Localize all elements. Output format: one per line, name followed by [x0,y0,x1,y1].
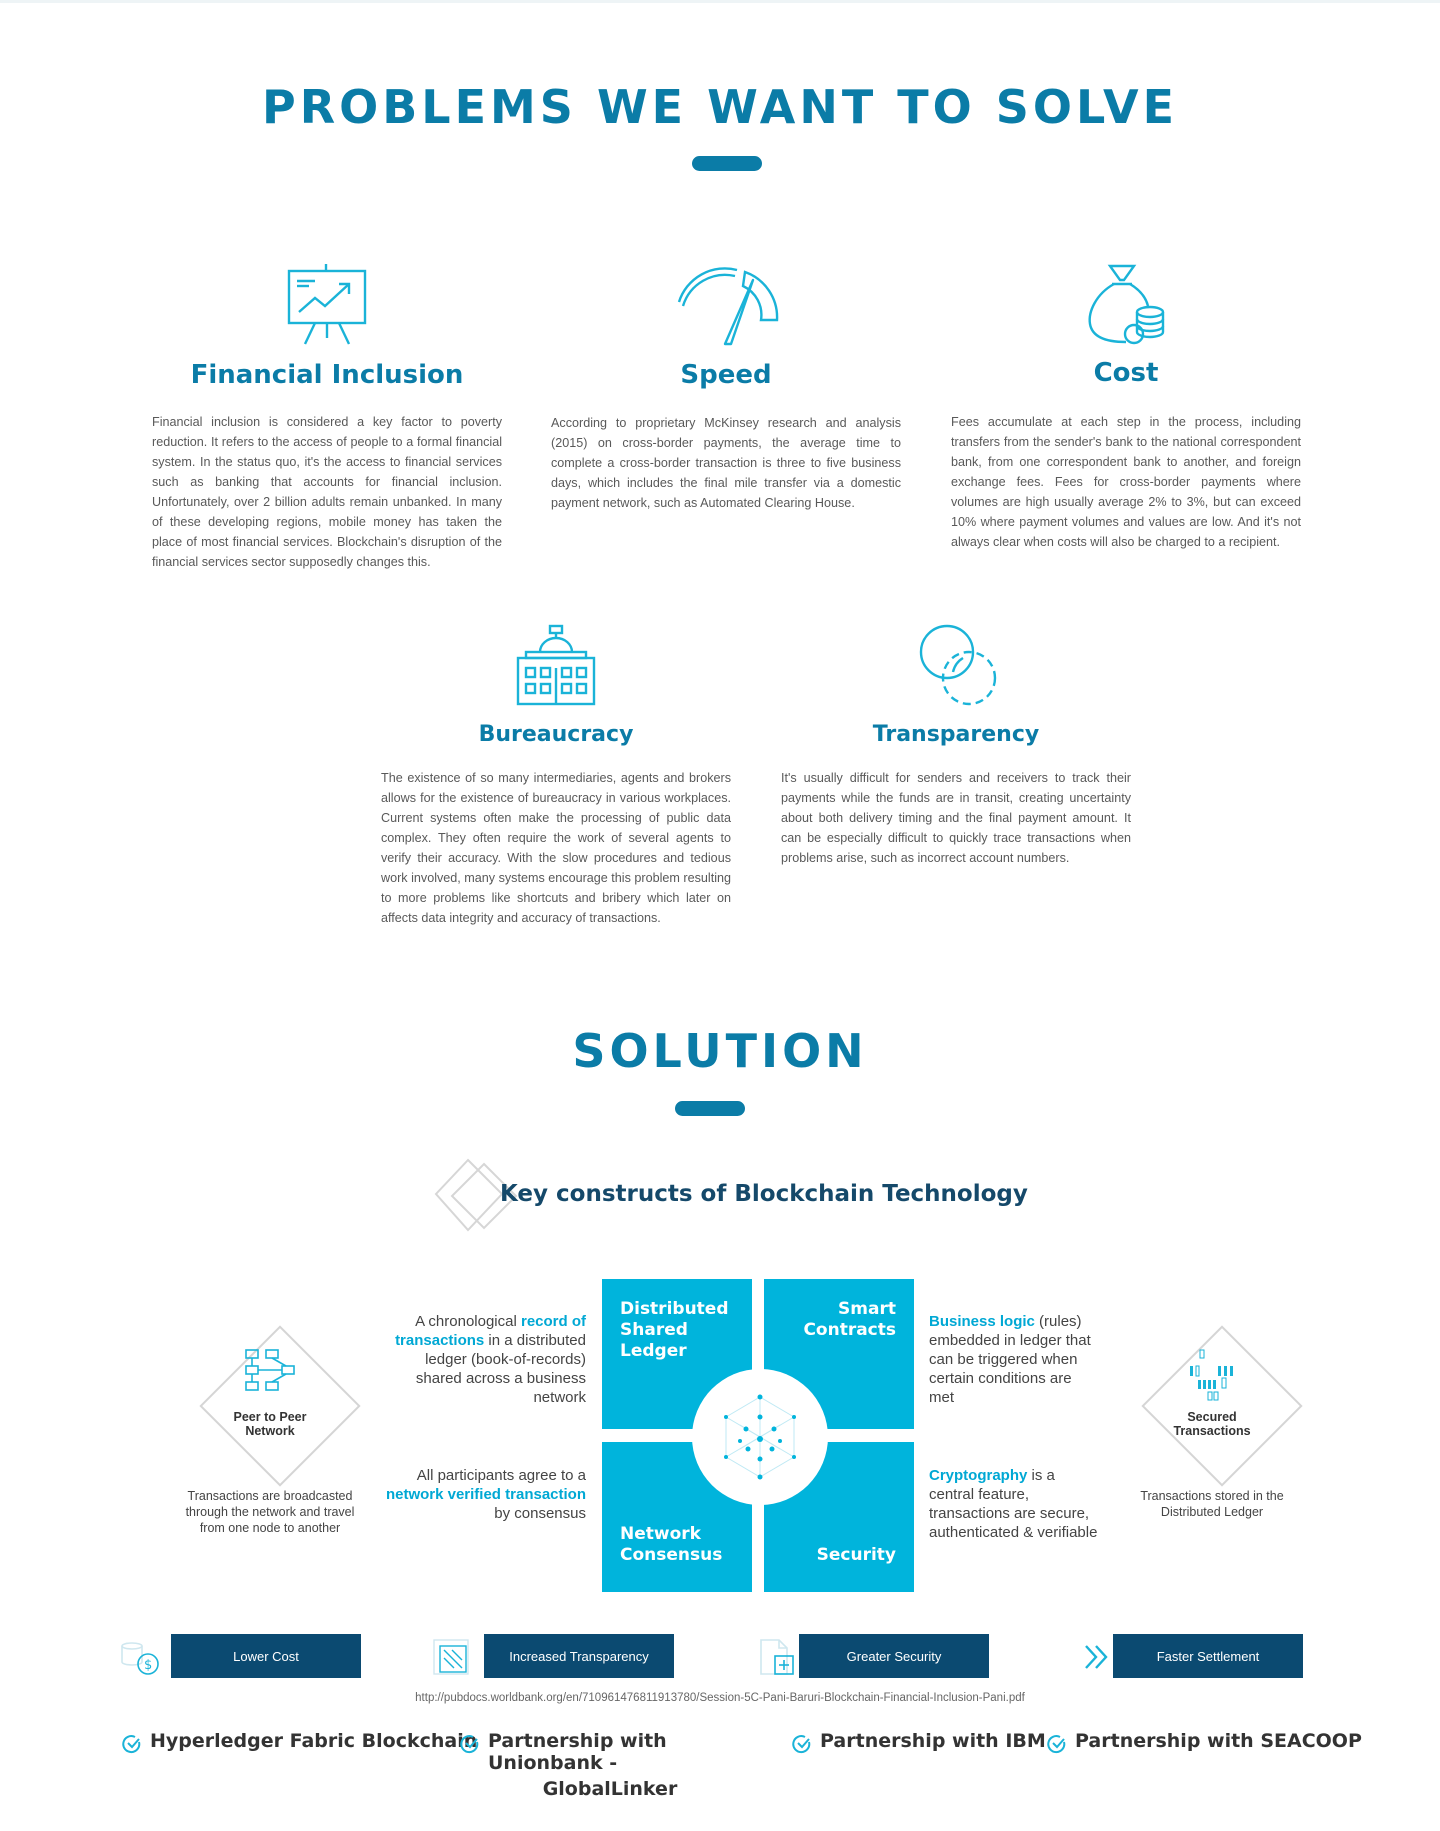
secured-caption: Transactions stored in the Distributed L… [1140,1489,1284,1519]
problem-text: According to proprietary McKinsey resear… [551,416,901,510]
quadrant-security: Security [764,1442,914,1592]
benefit-faster-settlement: Faster Settlement [1113,1634,1303,1678]
quadrant-label: Network [620,1524,701,1544]
network-graph-icon [724,1394,796,1480]
problem-speed: Speed According to proprietary McKinsey … [551,262,901,522]
government-building-icon [516,624,596,706]
problem-text: It's usually difficult for senders and r… [781,771,1131,865]
business-logic-description: Business logic (rules) embedded in ledge… [929,1313,1091,1406]
p2p-caption: Transactions are broadcasted through the… [185,1489,355,1535]
problems-title: PROBLEMS WE WANT TO SOLVE [261,80,1179,134]
ledger-description: A chronological record of transactions i… [395,1313,586,1406]
problem-cost: Cost Fees accumulate at each step in the… [951,262,1301,582]
partnership-unionbank: Partnership with Unionbank - GlobalLinke… [460,1730,760,1800]
quadrant-label: Distributed [620,1299,729,1319]
title-underline [692,156,762,171]
quadrant-label: Ledger [620,1341,687,1361]
secure-document-icon [760,1639,794,1675]
quadrant-distributed-shared-ledger: Distributed Shared Ledger [602,1279,752,1429]
partnership-seacoop: Partnership with SEACOOP [1047,1730,1362,1754]
key-constructs-title: Key constructs of Blockchain Technology [500,1181,1028,1207]
problem-text: Fees accumulate at each step in the proc… [951,415,1301,549]
check-circle-icon [1047,1735,1066,1754]
check-circle-icon [792,1735,811,1754]
partnership-ibm: Partnership with IBM [792,1730,1046,1754]
quadrant-label: Smart [838,1299,896,1319]
benefit-greater-security: Greater Security [799,1634,989,1678]
coin-dollar-icon: $ [121,1642,159,1675]
problem-financial-inclusion: Financial Inclusion Financial inclusion … [152,262,502,582]
problem-transparency: Transparency It's usually difficult for … [781,624,1131,865]
double-chevron-right-icon [1085,1645,1108,1669]
speedometer-icon [677,267,779,346]
cryptography-description: Cryptography is a central feature, trans… [929,1467,1098,1541]
problem-bureaucracy: Bureaucracy The existence of so many int… [381,624,731,944]
secured-transactions-diamond: Secured Transactions [1132,1316,1303,1487]
top-divider [0,0,1440,3]
overlapping-circles-icon [919,624,997,706]
problem-title: Bureaucracy [478,722,634,747]
money-bag-icon [1088,264,1165,345]
solution-title: SOLUTION [572,1024,868,1078]
p2p-label: Peer to Peer Network [233,1410,307,1438]
network-hub [692,1369,828,1505]
problem-text: Financial inclusion is considered a key … [152,415,502,569]
partnership-hyperledger: Hyperledger Fabric Blockchain [122,1730,477,1754]
check-circle-icon [460,1735,479,1754]
check-circle-icon [122,1735,141,1754]
quadrant-label: Consensus [620,1545,723,1565]
peer-to-peer-diamond: Peer to Peer Network [190,1316,361,1487]
decorative-diamonds-icon [434,1158,518,1232]
benefit-increased-transparency: Increased Transparency [484,1634,674,1678]
problem-title: Cost [1093,358,1159,388]
benefit-lower-cost: Lower Cost [171,1634,361,1678]
source-link[interactable]: http://pubdocs.worldbank.org/en/71096147… [415,1692,1025,1704]
quadrant-label: Shared [620,1320,688,1340]
data-blocks-icon [1190,1349,1233,1401]
secured-label: Secured Transactions [1173,1410,1251,1438]
problem-text: The existence of so many intermediaries,… [381,771,731,925]
svg-text:$: $ [144,1658,152,1673]
problem-title: Financial Inclusion [190,360,464,390]
quadrant-label: Security [816,1545,896,1565]
presentation-chart-icon [287,264,367,345]
problem-title: Speed [680,360,772,390]
problem-title: Transparency [872,722,1040,747]
consensus-description: All participants agree to a network veri… [385,1467,586,1522]
title-underline [675,1101,745,1116]
quadrant-label: Contracts [803,1320,896,1340]
network-computers-icon [245,1349,295,1391]
transparent-glass-icon [433,1639,469,1675]
